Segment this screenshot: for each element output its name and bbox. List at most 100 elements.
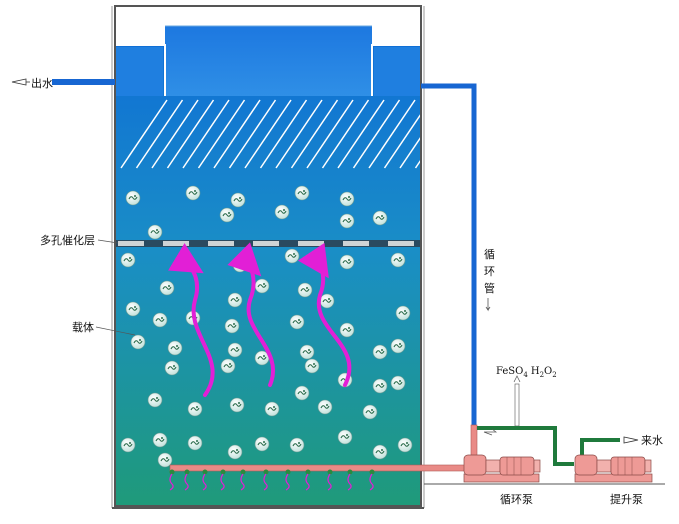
carrier-particle — [297, 282, 313, 298]
circ-pipe-label-1: 循 — [484, 248, 495, 261]
carrier-particle — [220, 358, 236, 374]
settler-tube — [228, 99, 277, 169]
carrier-particle — [164, 360, 180, 376]
carrier-particle — [319, 293, 335, 309]
outlet-pipe — [52, 79, 115, 85]
carrier-particle — [125, 190, 141, 206]
porous-segment — [208, 241, 234, 246]
green-feed-line — [477, 426, 574, 466]
feed-arrow — [483, 428, 498, 436]
upflow-arrow — [227, 242, 275, 387]
carrier-particle — [125, 301, 141, 317]
settler-tube — [151, 99, 199, 169]
circulation-pipe — [421, 83, 477, 425]
settler-tube — [166, 99, 215, 169]
carrier-particle — [289, 437, 305, 453]
carrier-particle — [254, 436, 270, 452]
carrier-particle — [274, 204, 290, 220]
carrier-leader — [95, 326, 136, 336]
settler-tube — [290, 99, 339, 169]
settler-tube — [337, 99, 385, 169]
diffuser-nozzle — [263, 469, 269, 491]
porous-layer-leader — [97, 239, 119, 244]
circ-pipe-label-3: 管 — [484, 281, 495, 295]
carrier-particle — [130, 334, 146, 350]
diffuser-nozzle — [202, 469, 208, 491]
porous-segment — [298, 241, 324, 246]
settler-tube — [135, 99, 184, 169]
settler-tube — [352, 99, 401, 169]
upflow-arrow — [297, 242, 352, 387]
carrier-particle — [372, 210, 388, 226]
carrier-particle — [219, 207, 235, 223]
carrier-particle — [372, 444, 388, 460]
porous-segment — [388, 241, 414, 246]
carrier-particle — [230, 192, 246, 208]
carrier-particle — [339, 322, 355, 338]
diffuser-nozzle — [169, 469, 175, 491]
carrier-label: 载体 — [72, 320, 94, 334]
lift-pump-fan-cover — [644, 459, 652, 473]
carrier-particle — [229, 397, 245, 413]
carrier-particle — [397, 437, 413, 453]
inclined-tube-settler — [120, 95, 481, 175]
dosing-inlet-pipe — [514, 383, 520, 427]
carrier-particle — [147, 392, 163, 408]
carrier-particle — [157, 452, 173, 468]
carrier-particle — [227, 444, 243, 460]
settler-tube — [182, 99, 230, 169]
lift-pump-motor — [610, 456, 646, 476]
diffuser-nozzle — [369, 469, 375, 491]
circ-pump-coupling — [485, 459, 501, 473]
weir-wall — [115, 47, 421, 96]
settler-tube — [244, 99, 292, 169]
carrier-particle — [284, 248, 300, 264]
carrier-particle — [294, 185, 310, 201]
carrier-particle — [120, 252, 136, 268]
carrier-particle — [187, 401, 203, 417]
weir-water — [165, 26, 372, 96]
lift-pump — [574, 454, 653, 483]
circulation-pump — [463, 454, 541, 483]
porous-segment — [253, 241, 279, 246]
circ-pipe-down-arrow — [485, 298, 491, 312]
circ-pump-motor — [499, 456, 535, 476]
carrier-particle — [337, 429, 353, 445]
diffuser-nozzle — [240, 469, 246, 491]
carrier-particle — [317, 399, 333, 415]
carrier-particle — [372, 344, 388, 360]
carrier-particles — [120, 185, 413, 468]
diffuser-nozzle — [327, 469, 333, 491]
upflow-arrow — [168, 243, 215, 397]
diffuser-nozzles — [169, 469, 375, 491]
inlet-label: 来水 — [641, 434, 663, 447]
carrier-particle — [227, 292, 243, 308]
lift-pump-label: 提升泵 — [610, 493, 643, 506]
carrier-particle — [304, 358, 320, 374]
diffuser-nozzle — [285, 469, 291, 491]
inlet-arrow — [623, 436, 639, 444]
diffuser-nozzle — [184, 469, 190, 491]
carrier-particle — [372, 378, 388, 394]
carrier-particle — [224, 318, 240, 334]
carrier-particle — [339, 191, 355, 207]
carrier-particle — [395, 305, 411, 321]
carrier-particle — [159, 280, 175, 296]
carrier-particle — [390, 252, 406, 268]
upflow-arrows — [168, 242, 352, 397]
carrier-particle — [299, 344, 315, 360]
settler-tube — [213, 99, 261, 169]
distribution-pipe — [169, 464, 466, 472]
circ-pump-volute — [463, 454, 487, 476]
carrier-particle — [362, 404, 378, 420]
carrier-particle — [227, 342, 243, 358]
porous-segment — [343, 241, 369, 246]
diffuser-nozzle — [220, 469, 226, 491]
carrier-particle — [289, 314, 305, 330]
carrier-particle — [152, 432, 168, 448]
settler-tube — [321, 99, 370, 169]
circ-pump-label: 循环泵 — [500, 493, 533, 506]
tank-wall — [114, 5, 422, 507]
